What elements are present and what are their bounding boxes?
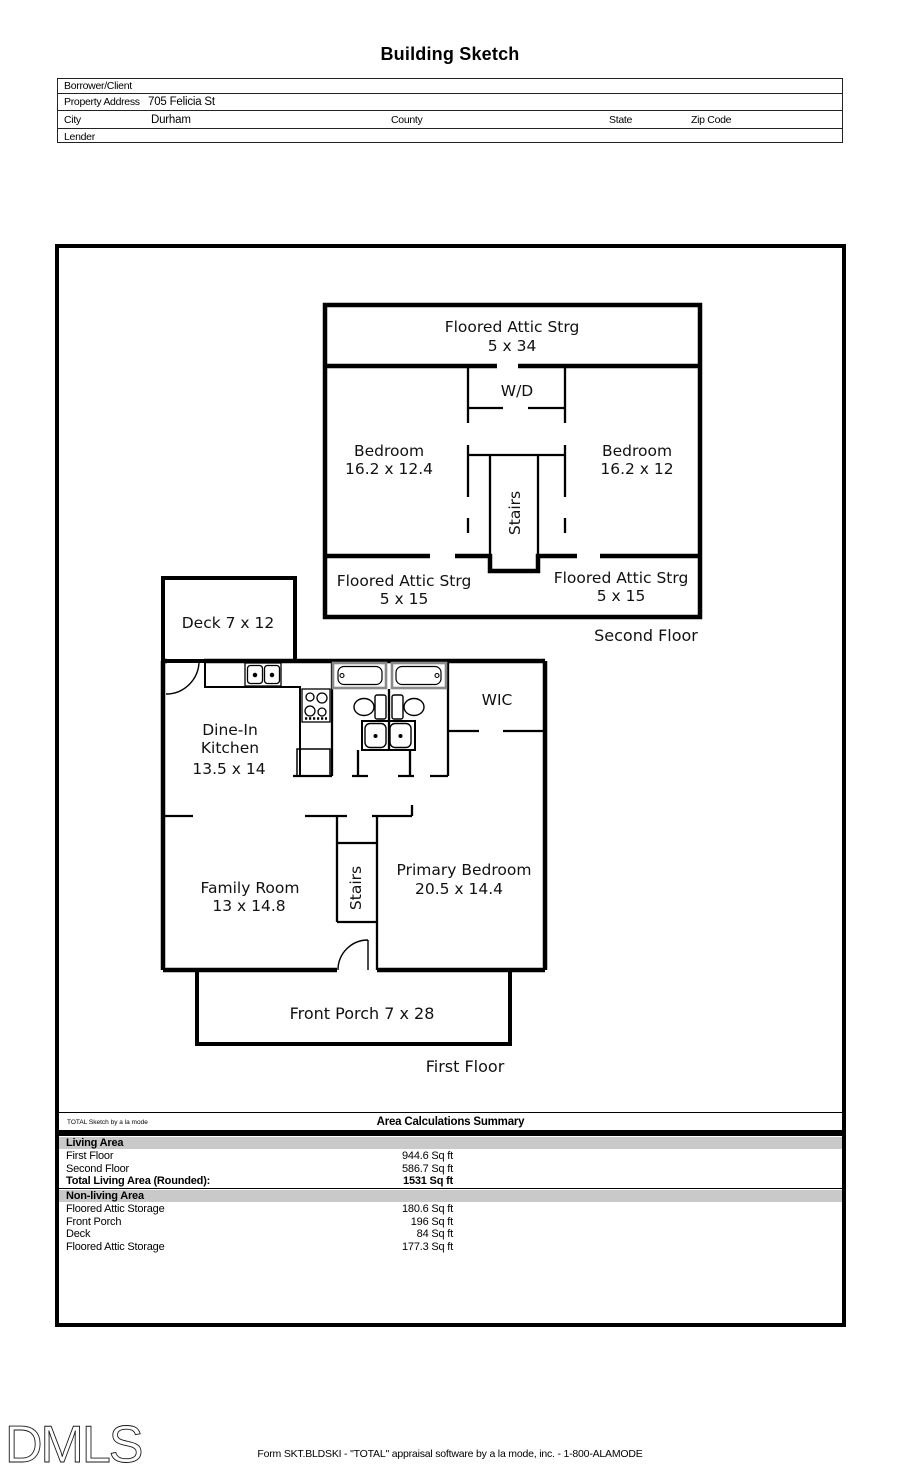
bathtub-right	[390, 661, 448, 690]
bedroom-right-dim: 16.2 x 12	[600, 460, 673, 478]
summary-row-front-porch: Front Porch 196 Sq ft	[59, 1216, 842, 1229]
kitchen-counter	[204, 661, 301, 776]
bedroom-right-label: Bedroom	[602, 442, 672, 460]
bathroom-lower-walls	[293, 750, 448, 778]
sketch-border	[55, 244, 846, 1327]
living-area-header: Living Area	[59, 1137, 842, 1149]
attic-right-dim: 5 x 15	[597, 587, 646, 605]
wd-closet-walls	[466, 368, 567, 423]
lower-cabinet	[296, 748, 331, 777]
bedroom-partial-walls	[466, 445, 567, 533]
row-value: 84 Sq ft	[416, 1228, 454, 1240]
stove	[301, 688, 331, 723]
bathroom-walls	[330, 661, 450, 776]
total-label: Total Living Area (Rounded):	[66, 1175, 211, 1187]
attic-top-dim: 5 x 34	[488, 337, 537, 355]
second-floor-plan	[322, 302, 703, 620]
first-floor-plan	[160, 576, 548, 1046]
front-porch-label: Front Porch 7 x 28	[290, 1004, 435, 1023]
second-floor-caption: Second Floor	[594, 626, 698, 645]
property-info-table: Borrower/Client Property Address 705 Fel…	[57, 78, 843, 143]
wd-label: W/D	[501, 382, 534, 400]
deck-door-arc	[165, 660, 200, 695]
second-floor-outer-wall	[322, 302, 703, 620]
total-sketch-brand: TOTAL Sketch by a la mode	[67, 1119, 148, 1126]
attic-top-label: Floored Attic Strg	[445, 318, 580, 336]
attic-right-label: Floored Attic Strg	[554, 569, 689, 587]
toilet-right	[391, 694, 425, 720]
hallway-walls	[163, 805, 414, 818]
form-footer-line: Form SKT.BLDSKI - "TOTAL" appraisal soft…	[257, 1448, 643, 1460]
family-room-label: Family Room	[201, 879, 300, 897]
row-property-address: Property Address 705 Felicia St	[58, 94, 842, 111]
total-value: 1531 Sq ft	[403, 1175, 453, 1187]
second-floor-stair-shaft	[488, 455, 540, 554]
stairwell-protrusion	[487, 554, 541, 574]
dmls-logo: DMLS	[5, 1416, 145, 1474]
county-label: County	[391, 113, 423, 126]
deck-label: Deck 7 x 12	[182, 614, 275, 632]
row-label: Deck	[66, 1228, 91, 1240]
porch-walls	[195, 970, 512, 1046]
row-label: First Floor	[66, 1150, 114, 1162]
summary-header: TOTAL Sketch by a la mode Area Calculati…	[59, 1113, 842, 1130]
summary-row-deck: Deck 84 Sq ft	[59, 1228, 842, 1241]
summary-row-first-floor: First Floor 944.6 Sq ft	[59, 1150, 842, 1163]
kitchen-label-line1: Dine-In	[202, 721, 258, 739]
kitchen-dim: 13.5 x 14	[192, 760, 265, 778]
borrower-label: Borrower/Client	[64, 80, 132, 92]
summary-row-attic-storage-2: Floored Attic Storage 177.3 Sq ft	[59, 1241, 842, 1254]
bedroom-left-label: Bedroom	[354, 442, 424, 460]
primary-bedroom-dim: 20.5 x 14.4	[415, 880, 503, 898]
row-value: 586.7 Sq ft	[401, 1162, 453, 1175]
bathtub-left	[331, 661, 388, 690]
state-label: State	[609, 113, 633, 126]
second-floor-stairs-label: Stairs	[506, 491, 524, 535]
wic-label: WIC	[482, 691, 513, 709]
row-city-county-state-zip: City Durham County State Zip Code	[58, 111, 842, 129]
summary-row-total: Total Living Area (Rounded): 1531 Sq ft	[59, 1175, 842, 1189]
city-value: Durham	[151, 113, 191, 126]
row-value: 196 Sq ft	[410, 1215, 453, 1228]
attic-left-label: Floored Attic Strg	[337, 572, 472, 590]
row-lender: Lender	[58, 129, 842, 144]
kitchen-label-line2: Kitchen	[201, 739, 259, 757]
summary-row-second-floor: Second Floor 586.7 Sq ft	[59, 1163, 842, 1176]
property-address-label: Property Address	[64, 96, 140, 108]
row-label: Floored Attic Storage	[66, 1203, 165, 1215]
row-value: 180.6 Sq ft	[401, 1203, 453, 1215]
bathroom-vanity	[361, 720, 416, 751]
zip-code-label: Zip Code	[691, 113, 732, 126]
kitchen-sink	[244, 662, 282, 687]
row-label: Front Porch	[66, 1215, 122, 1228]
first-floor-caption: First Floor	[426, 1057, 505, 1076]
first-floor-stairs-label: Stairs	[347, 866, 365, 910]
summary-row-attic-storage-1: Floored Attic Storage 180.6 Sq ft	[59, 1203, 842, 1216]
family-room-dim: 13 x 14.8	[212, 897, 285, 915]
attic-left-dim: 5 x 15	[380, 590, 429, 608]
property-address-value: 705 Felicia St	[148, 96, 215, 108]
bedroom-left-dim: 16.2 x 12.4	[345, 460, 433, 478]
row-label: Second Floor	[66, 1162, 130, 1175]
summary-title: Area Calculations Summary	[376, 1116, 525, 1128]
page-title: Building Sketch	[380, 44, 520, 64]
lender-label: Lender	[64, 130, 95, 143]
primary-bedroom-label: Primary Bedroom	[397, 861, 532, 879]
nonliving-area-header: Non-living Area	[59, 1190, 842, 1202]
row-label: Floored Attic Storage	[66, 1240, 165, 1253]
row-borrower: Borrower/Client	[58, 79, 842, 94]
city-label: City	[64, 113, 81, 126]
area-calculations-summary: TOTAL Sketch by a la mode Area Calculati…	[59, 1112, 842, 1253]
first-floor-stair-walls	[335, 816, 379, 970]
dmls-logo-text: DMLS	[5, 1416, 142, 1474]
row-value: 177.3 Sq ft	[401, 1240, 453, 1253]
toilet-left	[353, 694, 387, 720]
row-value: 944.6 Sq ft	[401, 1150, 453, 1162]
entry-door-arc	[337, 939, 369, 971]
summary-divider-bar	[59, 1130, 842, 1136]
